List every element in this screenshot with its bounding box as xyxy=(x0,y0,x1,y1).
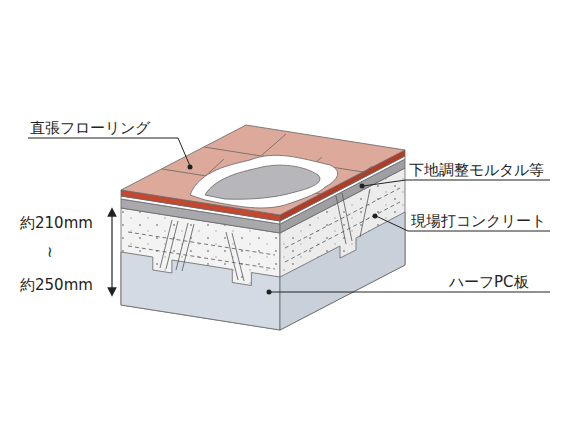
part-label: 現場打コンクリート xyxy=(411,212,546,230)
part-label: 下地調整モルタル等 xyxy=(409,161,544,179)
part-label: ハーフPC板 xyxy=(449,273,529,291)
dimension-label: 約210mm xyxy=(20,214,93,232)
dimension-label: 約250mm xyxy=(20,276,93,294)
part-label: 直張フローリング xyxy=(30,119,150,137)
dimension-label: ≀ xyxy=(47,243,53,261)
